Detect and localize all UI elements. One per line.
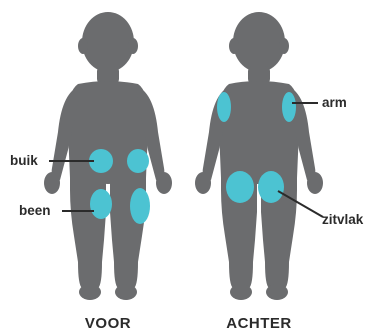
leg-label: been bbox=[19, 203, 51, 218]
back-silhouette bbox=[195, 12, 323, 300]
front-leg-zone-left bbox=[90, 189, 112, 219]
back-view-label: ACHTER bbox=[226, 315, 292, 332]
back-buttock-zone-left bbox=[226, 171, 254, 203]
buttock-label: zitvlak bbox=[322, 212, 364, 227]
back-arm-zone-left bbox=[217, 92, 231, 122]
front-belly-zone-right bbox=[127, 149, 149, 173]
belly-label: buik bbox=[10, 153, 38, 168]
front-leg-zone-right bbox=[130, 188, 150, 224]
back-buttock-zone-right bbox=[258, 171, 284, 203]
front-view-label: VOOR bbox=[85, 315, 131, 332]
arm-label: arm bbox=[322, 95, 347, 110]
back-arm-zone-right bbox=[282, 92, 296, 122]
